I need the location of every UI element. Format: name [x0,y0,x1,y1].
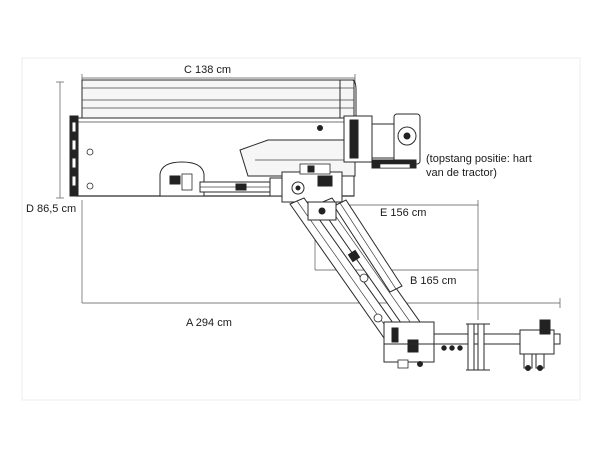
dimension-e-label: E 156 cm [380,207,426,219]
dimension-a-label: A 294 cm [186,317,232,329]
dimension-d-label: D 86,5 cm [26,203,76,215]
pivot-bracket [159,161,205,197]
note-line-1: (topstang positie: hart [426,153,532,165]
boom-arms [289,197,421,339]
note-line-2: van de tractor) [426,167,497,179]
drawing-frame [21,57,581,401]
dimension-lines [56,74,561,320]
pivot-head [281,163,343,203]
three-point-frame [383,319,561,371]
dimension-b-label: B 165 cm [410,275,456,287]
gearbox [343,113,421,169]
dimension-c-label: C 138 cm [184,64,231,76]
